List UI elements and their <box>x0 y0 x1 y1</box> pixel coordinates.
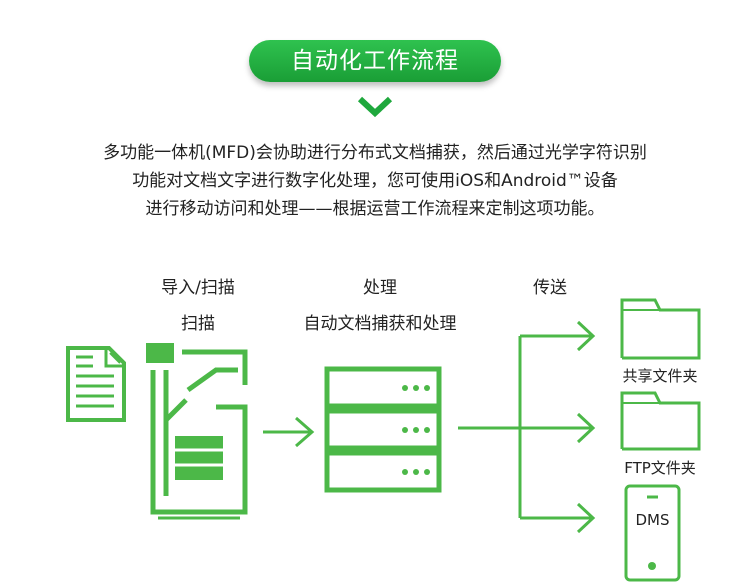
intro-text: 多功能一体机(MFD)会协助进行分布式文档捕获，然后通过光学字符识别 功能对文档… <box>30 139 720 223</box>
shared-folder-icon <box>620 298 701 360</box>
arrow-to-server <box>263 416 315 448</box>
intro-line-1: 多功能一体机(MFD)会协助进行分布式文档捕获，然后通过光学字符识别 <box>103 143 647 163</box>
document-icon <box>66 346 126 422</box>
step-import-sub: 扫描 <box>181 314 215 334</box>
intro-line-2: 功能对文档文字进行数字化处理，您可使用iOS和Android™设备 <box>132 171 618 191</box>
dms-label: DMS <box>635 511 670 529</box>
server-lights <box>402 385 430 475</box>
title-banner: 自动化工作流程 <box>249 40 501 82</box>
printer-icon <box>146 343 248 520</box>
step-send-title: 传送 <box>533 278 567 298</box>
chevron-down-icon <box>357 96 393 118</box>
intro-line-3: 进行移动访问和处理——根据运营工作流程来定制这项功能。 <box>145 199 605 219</box>
ftp-folder-label: FTP文件夹 <box>624 459 696 477</box>
dms-home-dot <box>648 562 656 570</box>
step-import-title: 导入/扫描 <box>161 278 235 298</box>
shared-folder-label: 共享文件夹 <box>622 367 698 385</box>
ftp-folder-icon <box>620 391 701 451</box>
step-process-sub: 自动文档捕获和处理 <box>303 314 457 334</box>
distribution-arrows <box>458 320 596 534</box>
server-icon <box>324 366 442 493</box>
dms-device-icon <box>624 484 681 582</box>
step-process-title: 处理 <box>363 278 397 298</box>
